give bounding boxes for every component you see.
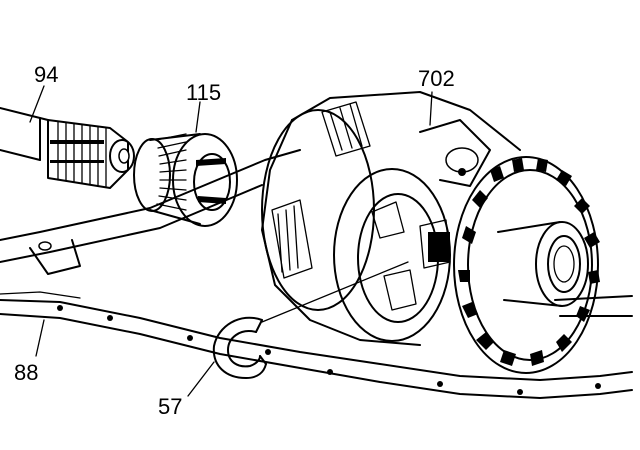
callout-snap-ring: 57 [158,394,182,419]
snap-ring [212,316,267,379]
differential-assembly [261,91,600,374]
axle-shaft [0,107,135,189]
callout-sleeve: 115 [186,80,221,105]
splined-sleeve [133,133,238,227]
callout-differential: 702 [418,66,455,91]
callout-shaft: 94 [34,62,58,87]
bolt-holes [57,305,601,395]
leader-lines [29,85,433,397]
callout-housing: 88 [14,360,38,385]
